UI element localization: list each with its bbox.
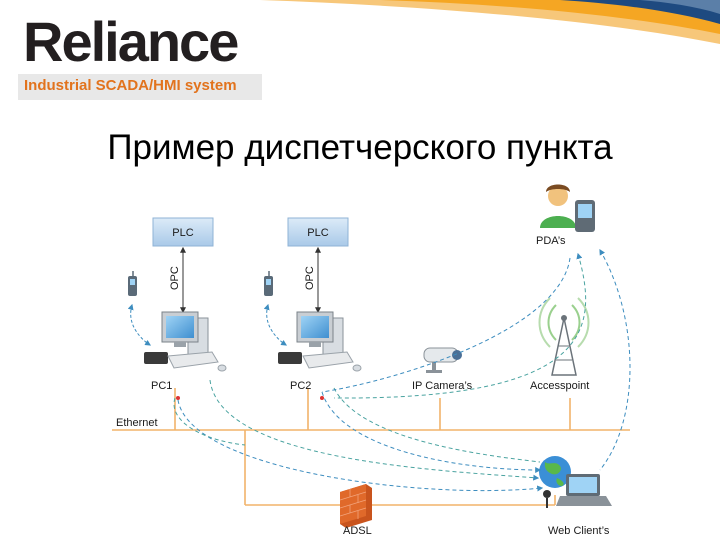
phone-icon <box>264 271 273 296</box>
accesspoint-label: Accesspoint <box>530 380 589 392</box>
pda-label: PDA’s <box>536 235 566 247</box>
wireless-links <box>173 248 631 492</box>
opc-2-label: OPC <box>304 266 316 290</box>
opc-link-2: OPC <box>304 246 321 314</box>
slide-title: Пример диспетчерского пункта <box>107 128 613 167</box>
header-swoosh <box>260 0 720 44</box>
logo-subtitle: Industrial SCADA/HMI system <box>24 77 237 94</box>
web-client-icon <box>539 456 612 508</box>
plc-2-label: PLC <box>307 227 328 239</box>
ip-camera-icon <box>423 347 462 373</box>
pc1-link-dot <box>176 396 180 400</box>
pda-user-icon <box>540 184 595 232</box>
plc-2: PLC <box>287 217 349 247</box>
reliance-logo: Reliance Industrial SCADA/HMI system <box>18 10 262 100</box>
plc-1-label: PLC <box>172 227 193 239</box>
pc1-label: PC1 <box>151 380 172 392</box>
web-client-label: Web Client’s <box>548 525 610 537</box>
opc-1-label: OPC <box>169 266 181 290</box>
adsl-firewall-icon <box>339 484 372 528</box>
logo-subtitle-bar <box>18 74 262 100</box>
pc2-label: PC2 <box>290 380 311 392</box>
pc1-workstation-icon <box>144 311 227 372</box>
opc-link-1: OPC <box>169 246 186 314</box>
plc-1: PLC <box>152 217 214 247</box>
adsl-label: ADSL <box>343 525 372 537</box>
ethernet-label: Ethernet <box>116 417 158 429</box>
logo-brand: Reliance <box>23 10 239 73</box>
ip-camera-label: IP Camera’s <box>412 380 473 392</box>
pc2-link-dot <box>320 396 324 400</box>
pc2-workstation-icon <box>278 311 362 372</box>
phone-icon <box>128 271 137 296</box>
accesspoint-tower-icon <box>538 297 590 376</box>
